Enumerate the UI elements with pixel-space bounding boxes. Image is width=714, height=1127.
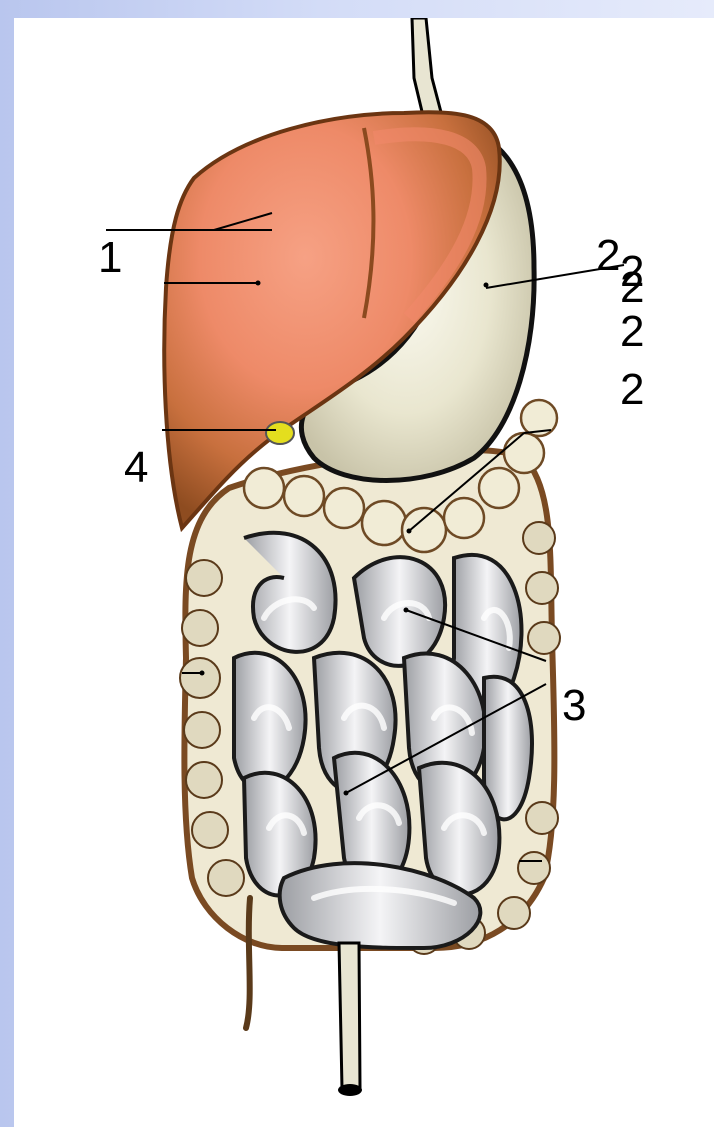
label-gallbladder: 4 (124, 446, 148, 490)
appendix (246, 898, 250, 1028)
digestive-system-diagram (14, 18, 714, 1127)
label-small-intestine: 3 (562, 684, 586, 728)
anus (338, 1084, 362, 1096)
gallbladder (266, 422, 294, 444)
rectum (339, 943, 360, 1088)
label-stomach: 2 (620, 266, 644, 310)
label-stomach: 2 (596, 234, 620, 278)
slide-canvas: 1 2 2 2 2 2 4 3 (14, 18, 714, 1127)
label-liver: 1 (98, 236, 122, 280)
esophagus (412, 18, 442, 120)
label-stomach: 2 (620, 310, 644, 354)
label-stomach: 2 (620, 368, 644, 412)
